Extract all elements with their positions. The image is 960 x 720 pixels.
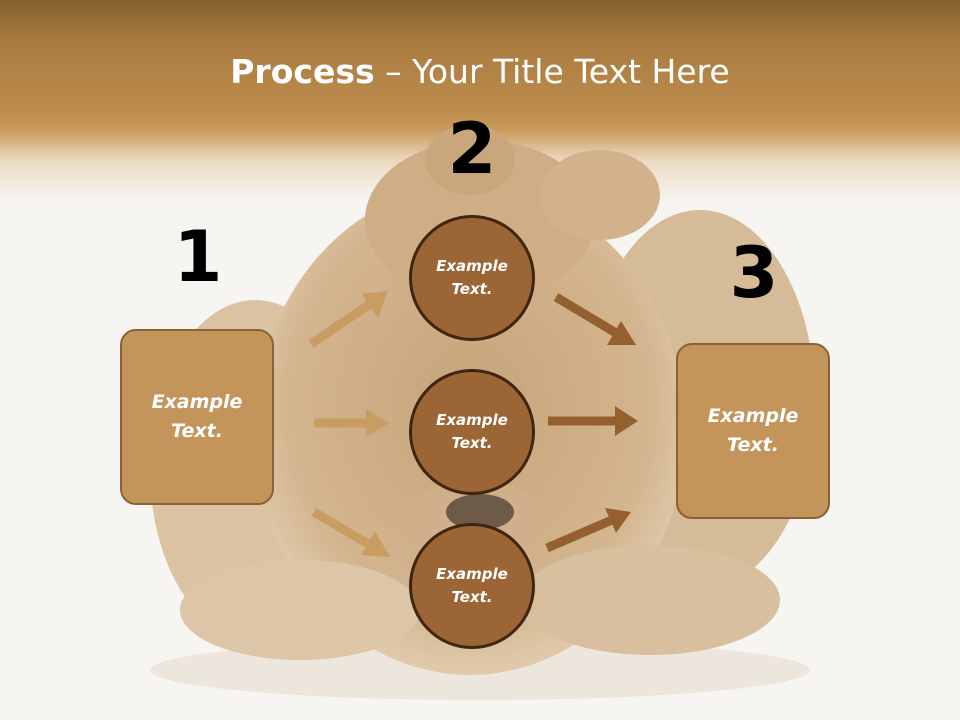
circle-middle-line2: Text. — [451, 434, 493, 452]
circle-bottom-text: Example Text. — [436, 563, 508, 609]
circle-bottom-line1: Example — [436, 565, 508, 583]
arrow-bottom-to-right — [545, 508, 631, 553]
circle-top-line2: Text. — [451, 280, 493, 298]
step-3-text: Example Text. — [708, 402, 799, 460]
arrow-left-to-top — [308, 291, 388, 348]
circle-bottom-line2: Text. — [451, 588, 493, 606]
circle-middle-line1: Example — [436, 411, 508, 429]
step-1-text: Example Text. — [152, 388, 243, 446]
step-number-1: 1 — [173, 216, 223, 298]
step-1-text-line1: Example — [151, 391, 243, 413]
slide-title-bold: Process — [230, 52, 375, 91]
slide-title: Process – Your Title Text Here — [0, 52, 960, 91]
circle-top-text: Example Text. — [436, 255, 508, 301]
step-1-box[interactable]: Example Text. — [120, 329, 274, 505]
step-1-text-line2: Text. — [171, 420, 223, 442]
circle-top[interactable]: Example Text. — [409, 215, 535, 341]
arrow-left-to-middle — [314, 409, 389, 437]
step-3-text-line2: Text. — [727, 434, 779, 456]
circle-bottom[interactable]: Example Text. — [409, 523, 535, 649]
arrow-top-to-right — [553, 293, 636, 345]
slide-title-rest: – Your Title Text Here — [374, 52, 730, 91]
step-number-3: 3 — [729, 232, 779, 314]
step-3-box[interactable]: Example Text. — [676, 343, 830, 519]
step-3-text-line1: Example — [707, 405, 799, 427]
circle-top-line1: Example — [436, 257, 508, 275]
step-number-2: 2 — [447, 108, 497, 190]
circle-middle-text: Example Text. — [436, 409, 508, 455]
circle-middle[interactable]: Example Text. — [409, 369, 535, 495]
arrow-middle-to-right — [548, 406, 638, 436]
arrow-left-to-bottom — [311, 508, 390, 557]
